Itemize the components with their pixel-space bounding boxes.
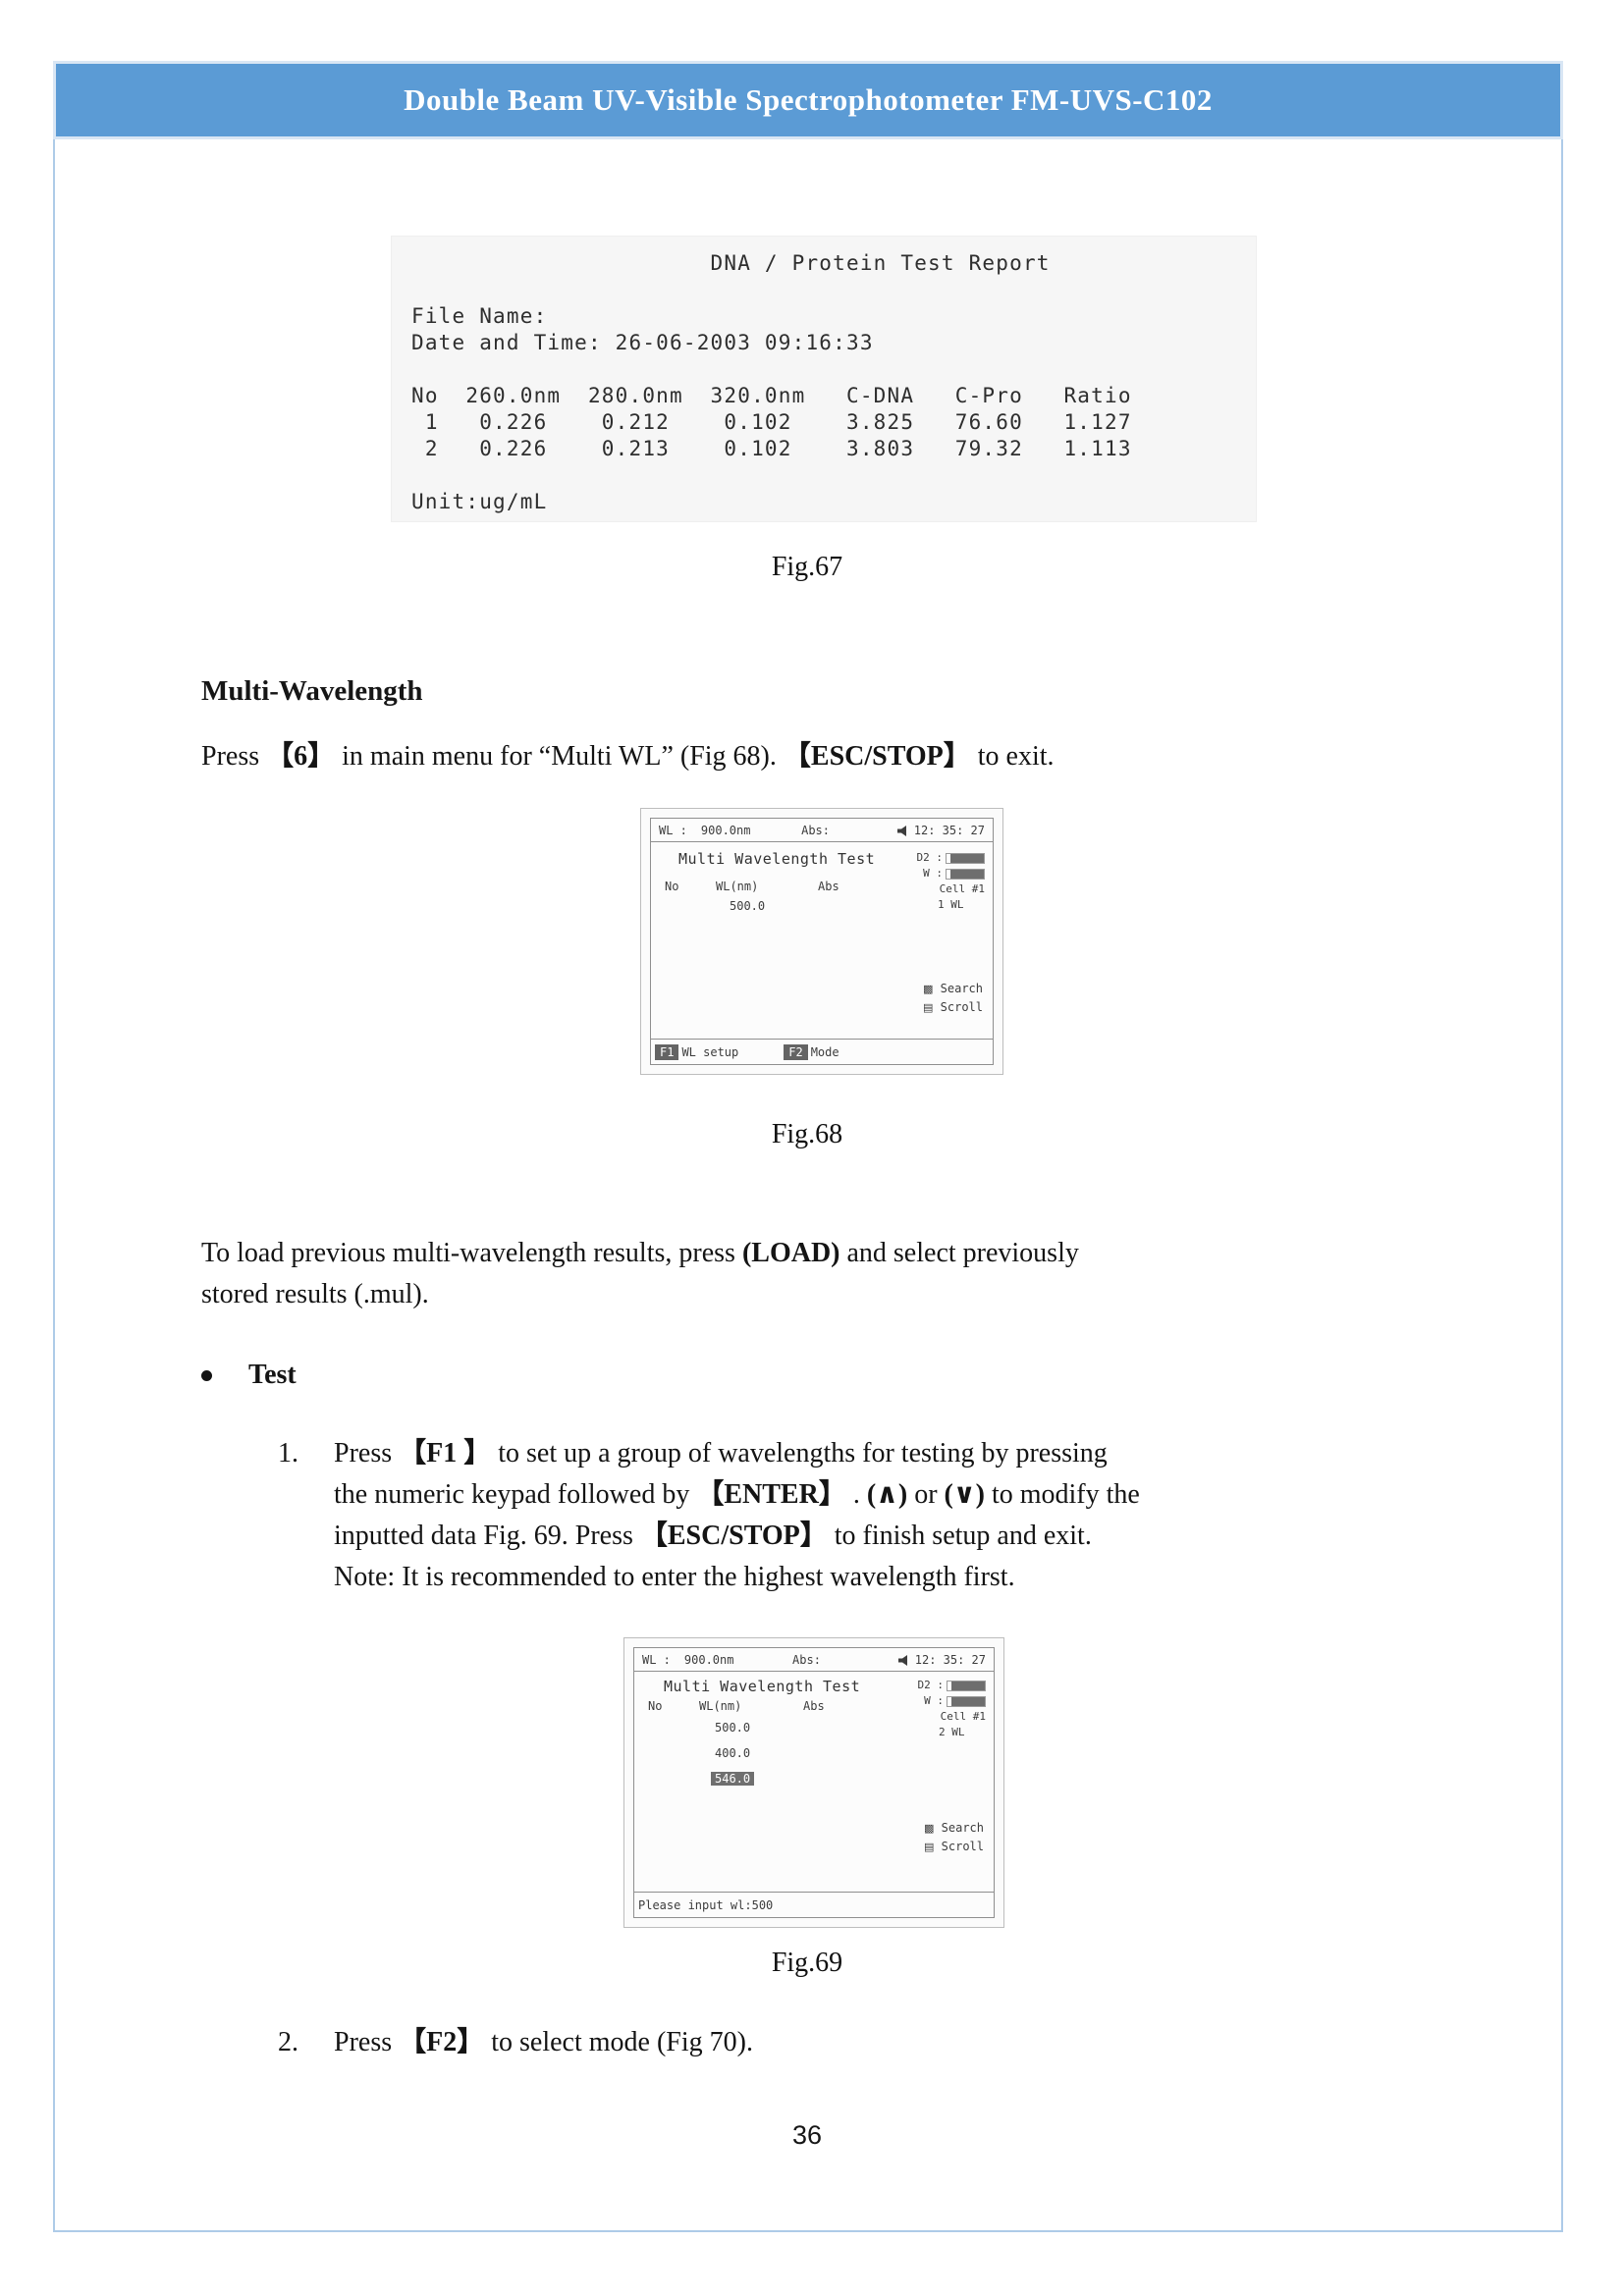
- wl-value: 900.0nm: [700, 824, 751, 837]
- scroll-hint-label: Scroll: [940, 1000, 983, 1014]
- paragraph-press-6: Press 【6】 in main menu for “Multi WL” (F…: [201, 741, 1055, 772]
- paragraph-load-line1: To load previous multi-wavelength result…: [201, 1238, 1079, 1268]
- d2-lamp-energy-bar: [947, 1680, 986, 1691]
- w-lamp-energy-bar: [946, 868, 985, 880]
- dna-protein-report-text: DNA / Protein Test Report File Name: Dat…: [411, 251, 1132, 513]
- fig69-screen-title: Multi Wavelength Test: [664, 1678, 861, 1695]
- item2-number: 2.: [278, 2027, 298, 2057]
- page-header: Double Beam UV-Visible Spectrophotometer…: [53, 61, 1563, 139]
- abs-label: Abs:: [801, 824, 831, 837]
- search-icon: ▩: [924, 1822, 935, 1835]
- item1-line1: Press 【F1 】 to set up a group of wavelen…: [334, 1438, 1108, 1468]
- fig68-screen-title: Multi Wavelength Test: [678, 850, 876, 868]
- scroll-icon: ▤: [923, 1001, 934, 1014]
- f2-key-label: Mode: [810, 1044, 839, 1059]
- fig68-hints: ▩ Search ▤ Scroll: [923, 980, 983, 1017]
- fig67-caption: Fig.67: [771, 552, 843, 582]
- wavelength-row-selected: 546.0: [711, 1772, 755, 1786]
- d2-lamp-energy-bar: [946, 852, 985, 864]
- column-header-no: No: [648, 1699, 663, 1713]
- wl-label: WL :: [642, 1653, 671, 1667]
- wl-label: WL :: [659, 824, 687, 837]
- column-header-no: No: [665, 880, 679, 893]
- fig68-screenshot: WL : 900.0nm Abs: 12: 35: 27 Multi Wavele…: [640, 808, 1003, 1075]
- fig68-status-bar: WL : 900.0nm Abs: 12: 35: 27: [651, 819, 993, 842]
- scroll-icon: ▤: [924, 1841, 935, 1853]
- item1-line2: the numeric keypad followed by 【ENTER】 .…: [334, 1479, 1140, 1510]
- speaker-icon: [896, 825, 906, 836]
- wavelength-row: 400.0: [715, 1746, 751, 1760]
- cell-indicator: Cell #1: [939, 882, 985, 895]
- w-lamp-energy-bar: [947, 1695, 986, 1707]
- wavelength-row: 500.0: [715, 1721, 751, 1735]
- item1-line3: inputted data Fig. 69. Press 【ESC/STOP】 …: [334, 1521, 1092, 1551]
- d2-lamp-label: D2 :: [916, 851, 944, 864]
- f1-key-badge: F1: [655, 1043, 679, 1060]
- fig69-input-prompt-bar: Please input wl:500: [634, 1892, 994, 1917]
- paragraph-load-line2: stored results (.mul).: [201, 1279, 429, 1309]
- fig69-hints: ▩ Search ▤ Scroll: [924, 1819, 984, 1856]
- speaker-icon: [897, 1654, 907, 1666]
- section-heading-multi-wavelength: Multi-Wavelength: [201, 675, 423, 707]
- column-header-abs: Abs: [803, 1699, 825, 1713]
- item2-text: Press 【F2】 to select mode (Fig 70).: [334, 2027, 753, 2057]
- fig69-caption: Fig.69: [771, 1948, 843, 1978]
- page-number: 36: [791, 2120, 823, 2150]
- item1-number: 1.: [278, 1438, 298, 1468]
- input-prompt: Please input wl:500: [638, 1897, 774, 1912]
- bullet-dot: [201, 1370, 212, 1381]
- search-hint-label: Search: [941, 1821, 984, 1835]
- wavelength-row: 500.0: [730, 899, 766, 913]
- fig68-caption: Fig.68: [771, 1119, 843, 1149]
- fig67-report-screenshot: DNA / Protein Test Report File Name: Dat…: [391, 236, 1257, 522]
- f1-key-label: WL setup: [681, 1044, 739, 1059]
- fig69-side-panel: D2 : W : Cell #1 2 WL: [917, 1678, 986, 1740]
- clock-time: 12: 35: 27: [914, 1653, 986, 1667]
- column-header-wl: WL(nm): [716, 880, 759, 893]
- fig68-side-panel: D2 : W : Cell #1 1 WL: [916, 850, 985, 913]
- fig68-lcd-screen: WL : 900.0nm Abs: 12: 35: 27 Multi Wavele…: [650, 818, 994, 1065]
- fig69-screenshot: WL : 900.0nm Abs: 12: 35: 27 Multi Wavele…: [623, 1637, 1004, 1928]
- wl-count: 2 WL: [939, 1726, 965, 1738]
- wl-value: 900.0nm: [683, 1653, 734, 1667]
- w-lamp-label: W :: [923, 867, 943, 880]
- f2-key-badge: F2: [784, 1043, 808, 1060]
- cell-indicator: Cell #1: [940, 1710, 986, 1723]
- fig69-lcd-screen: WL : 900.0nm Abs: 12: 35: 27 Multi Wavele…: [633, 1647, 995, 1918]
- item1-line4: Note: It is recommended to enter the hig…: [334, 1562, 1015, 1592]
- column-header-wl: WL(nm): [699, 1699, 742, 1713]
- d2-lamp-label: D2 :: [917, 1679, 945, 1691]
- w-lamp-label: W :: [924, 1694, 944, 1707]
- clock-time: 12: 35: 27: [913, 824, 985, 837]
- fig69-status-bar: WL : 900.0nm Abs: 12: 35: 27: [634, 1648, 994, 1672]
- abs-label: Abs:: [792, 1653, 821, 1667]
- wl-count: 1 WL: [938, 898, 964, 911]
- scroll-hint-label: Scroll: [941, 1840, 984, 1853]
- search-icon: ▩: [923, 983, 934, 995]
- column-header-abs: Abs: [818, 880, 839, 893]
- fig68-function-key-bar: F1 WL setup F2 Mode: [651, 1039, 993, 1064]
- search-hint-label: Search: [940, 982, 983, 995]
- bullet-label-test: Test: [248, 1360, 297, 1390]
- page-title: Double Beam UV-Visible Spectrophotometer…: [404, 82, 1213, 117]
